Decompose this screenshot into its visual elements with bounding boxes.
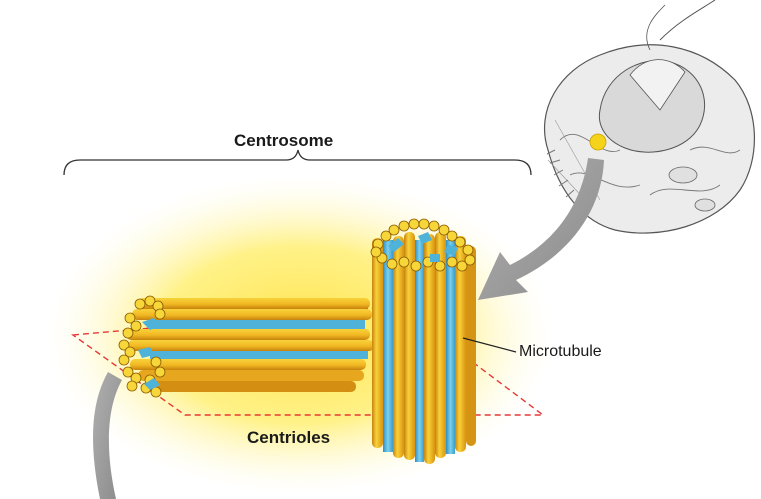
centrosome-label: Centrosome: [234, 131, 334, 150]
microtubule-pointer-line: [462, 337, 517, 353]
vertical-centriole: [370, 218, 476, 464]
animal-cell-drawing: [543, 0, 755, 234]
horizontal-centriole: [118, 295, 374, 398]
microtubule-label: Microtubule: [519, 343, 602, 360]
centrioles-label: Centrioles: [247, 428, 331, 447]
cell-centrosome-highlight: [589, 133, 607, 151]
zoom-arrow-from-cell: [478, 158, 604, 300]
zoom-arrow-down: [93, 372, 122, 499]
centrosome-bracket: [63, 149, 532, 176]
